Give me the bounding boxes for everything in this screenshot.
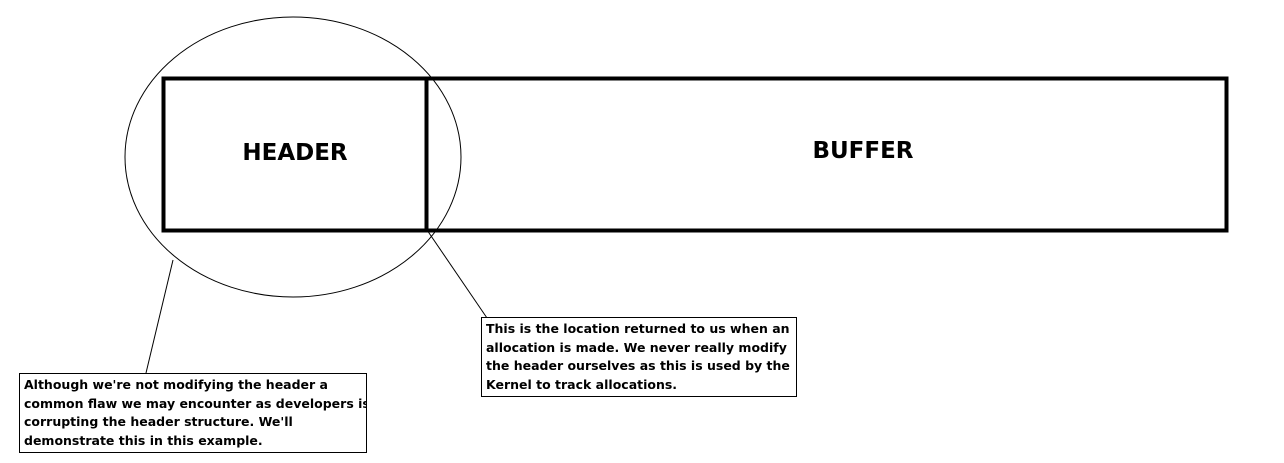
left-note-line: common flaw we may encounter as develope…: [24, 395, 367, 411]
right-note-line: Kernel to track allocations.: [486, 376, 678, 392]
left-note-box: Although we're not modifying the header …: [19, 373, 367, 453]
left-note-line: Although we're not modifying the header …: [24, 377, 328, 392]
header-label: HEADER: [242, 140, 348, 166]
left-note-connector: [145, 259, 174, 374]
right-note-line: the header ourselves as this is used by …: [486, 358, 790, 373]
right-note-connector: [426, 229, 488, 319]
left-note-line: demonstrate this in this example.: [24, 432, 263, 448]
buffer-label: BUFFER: [812, 138, 914, 164]
left-note-line: corrupting the header structure. We'll: [24, 414, 293, 429]
right-note-line: allocation is made. We never really modi…: [486, 339, 787, 355]
header-highlight-ellipse: [124, 16, 462, 298]
right-note-box: This is the location returned to us when…: [481, 317, 797, 397]
right-note-line: This is the location returned to us when…: [486, 321, 790, 336]
buffer-block: [424, 76, 1229, 233]
